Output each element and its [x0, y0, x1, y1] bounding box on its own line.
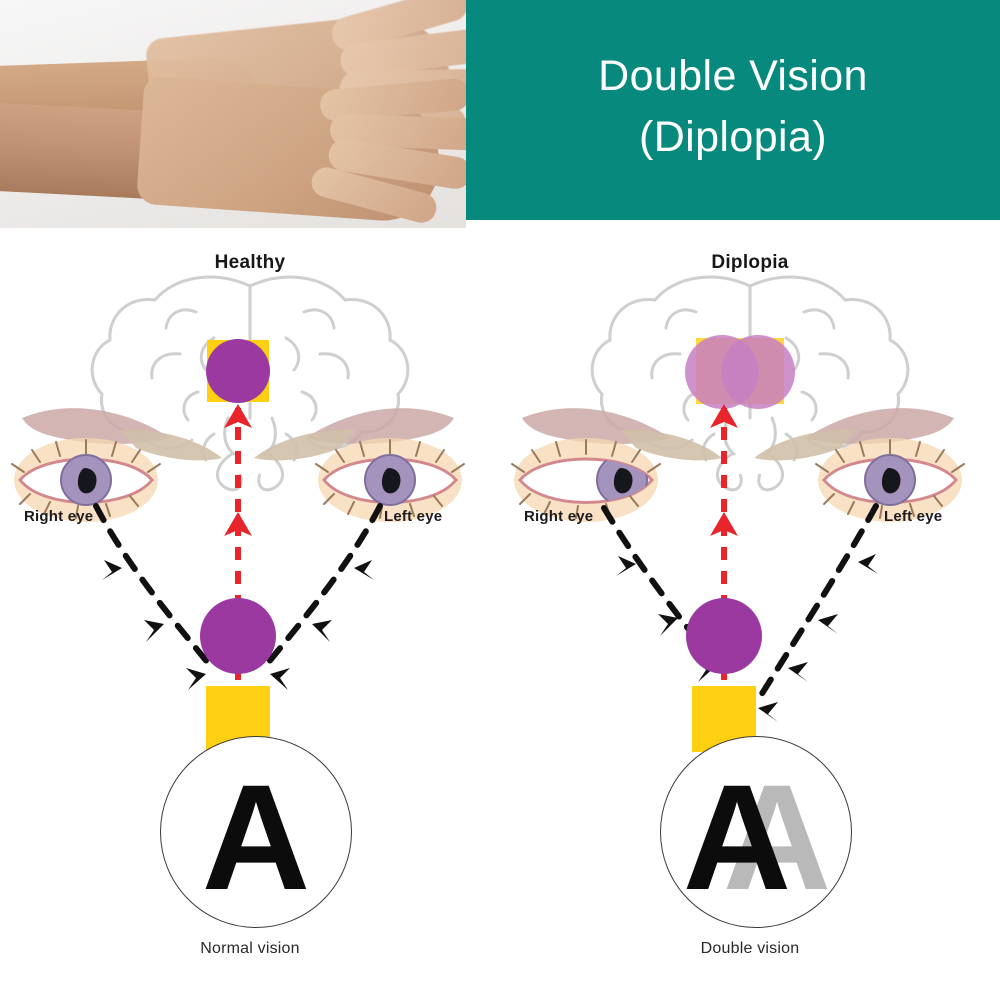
red-arrowhead-top: [710, 404, 738, 428]
brain-purple-circle: [206, 339, 270, 403]
hands-photo: [0, 0, 466, 228]
panel-diplopia: Diplopia: [500, 228, 1000, 1000]
caption-double-vision: Double vision: [700, 940, 800, 957]
label-left-eye-diplopia: Left eye: [884, 508, 943, 525]
letter-a-primary: A: [202, 753, 310, 921]
object-purple-circle: [686, 598, 762, 674]
red-gaze-axis-healthy: [224, 404, 252, 728]
vision-circle-diplopia: A A: [660, 736, 852, 928]
brain-fused-image-healthy: [206, 339, 270, 403]
sight-lines-diplopia: [601, 503, 879, 703]
vision-letters-diplopia: A A: [683, 753, 831, 921]
eyebrows: [522, 408, 954, 461]
label-left-eye-healthy: Left eye: [384, 508, 443, 525]
letter-a-primary: A: [683, 753, 791, 921]
vision-letters-healthy: A: [202, 753, 310, 921]
red-arrowhead-mid: [224, 512, 252, 536]
letter-a-ghost: A: [723, 753, 831, 921]
panel-title-healthy: Healthy: [214, 252, 286, 273]
label-right-eye-healthy: Right eye: [24, 508, 94, 525]
title-banner: Double Vision (Diplopia): [466, 0, 1000, 220]
panel-title-diplopia: Diplopia: [711, 252, 789, 273]
vision-circle-healthy: A: [160, 736, 352, 928]
object-purple-circle: [200, 598, 276, 674]
page-title: Double Vision (Diplopia): [598, 46, 868, 168]
diagram-diplopia: [511, 275, 965, 752]
brain-purple-circle-2: [721, 335, 795, 409]
header: Double Vision (Diplopia): [0, 0, 1000, 228]
sight-line-arrowheads-healthy: [102, 560, 374, 690]
eye-right-healthy: [11, 438, 161, 522]
eyebrows: [22, 408, 454, 461]
red-arrowhead-top: [224, 404, 252, 428]
eye-right-diplopia-deviated: [511, 438, 661, 522]
title-line-1: Double Vision: [598, 51, 868, 100]
red-arrowhead-mid: [710, 512, 738, 536]
sight-line-arrowheads-diplopia: [616, 554, 878, 722]
label-right-eye-diplopia: Right eye: [524, 508, 594, 525]
sight-lines-healthy: [93, 503, 383, 671]
panel-healthy: Healthy: [0, 228, 500, 1000]
eye-left-healthy: [315, 438, 465, 522]
caption-normal-vision: Normal vision: [200, 940, 300, 957]
eye-left-diplopia: [815, 438, 965, 522]
title-line-2: (Diplopia): [638, 113, 827, 161]
brain-doubled-image-diplopia: [685, 335, 795, 409]
